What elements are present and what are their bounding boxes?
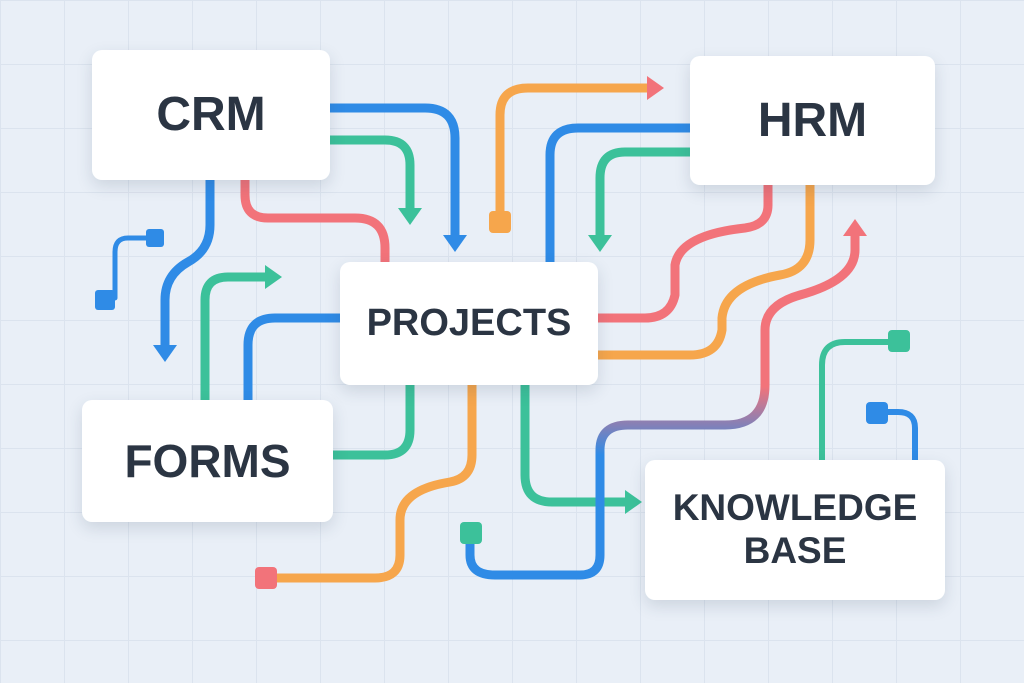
hrm-to-projects-blue — [545, 123, 695, 267]
kb-blue-connector — [877, 409, 918, 463]
forms-to-arrow-green — [200, 272, 273, 405]
hrm-to-projects-red — [593, 180, 773, 323]
endpoint-squares — [95, 211, 910, 589]
arrow-icon — [625, 490, 642, 514]
node-label: PROJECTS — [366, 301, 572, 344]
projects-to-kb-green — [520, 380, 633, 507]
projects-to-orange-end — [260, 380, 477, 583]
crm-to-projects-blue — [325, 103, 460, 243]
node-label: FORMS — [124, 434, 291, 487]
node-forms[interactable]: FORMS — [82, 400, 333, 522]
node-label-line-2: BASE — [743, 530, 847, 571]
arrow-icon — [153, 345, 177, 362]
kb-green-connector — [819, 339, 901, 463]
arrowheads — [153, 76, 867, 514]
small-blue-connector — [112, 235, 158, 301]
forms-to-projects-green — [328, 380, 415, 460]
node-knowledge-base[interactable]: KNOWLEDGE BASE — [645, 460, 945, 600]
arrow-icon — [647, 76, 664, 100]
hrm-green-arrow — [595, 147, 695, 243]
arrow-icon — [443, 235, 467, 252]
crm-down-blue — [160, 175, 215, 353]
node-label: HRM — [757, 93, 868, 147]
node-hrm[interactable]: HRM — [690, 56, 935, 185]
node-label-line-1: KNOWLEDGE — [672, 487, 918, 529]
node-label: CRM — [156, 88, 266, 142]
crm-to-projects-red — [240, 175, 390, 267]
hrm-to-projects-orange — [593, 180, 815, 360]
teal-to-pink-path — [465, 227, 860, 580]
node-projects[interactable]: PROJECTS — [340, 262, 598, 385]
orange-top-path — [495, 83, 655, 227]
crm-to-projects-green — [325, 135, 415, 217]
forms-to-projects-blue — [243, 313, 345, 405]
arrow-icon — [398, 208, 422, 225]
arrow-icon — [843, 219, 867, 236]
arrow-icon — [588, 235, 612, 252]
node-crm[interactable]: CRM — [92, 50, 330, 180]
arrow-icon — [265, 265, 282, 289]
